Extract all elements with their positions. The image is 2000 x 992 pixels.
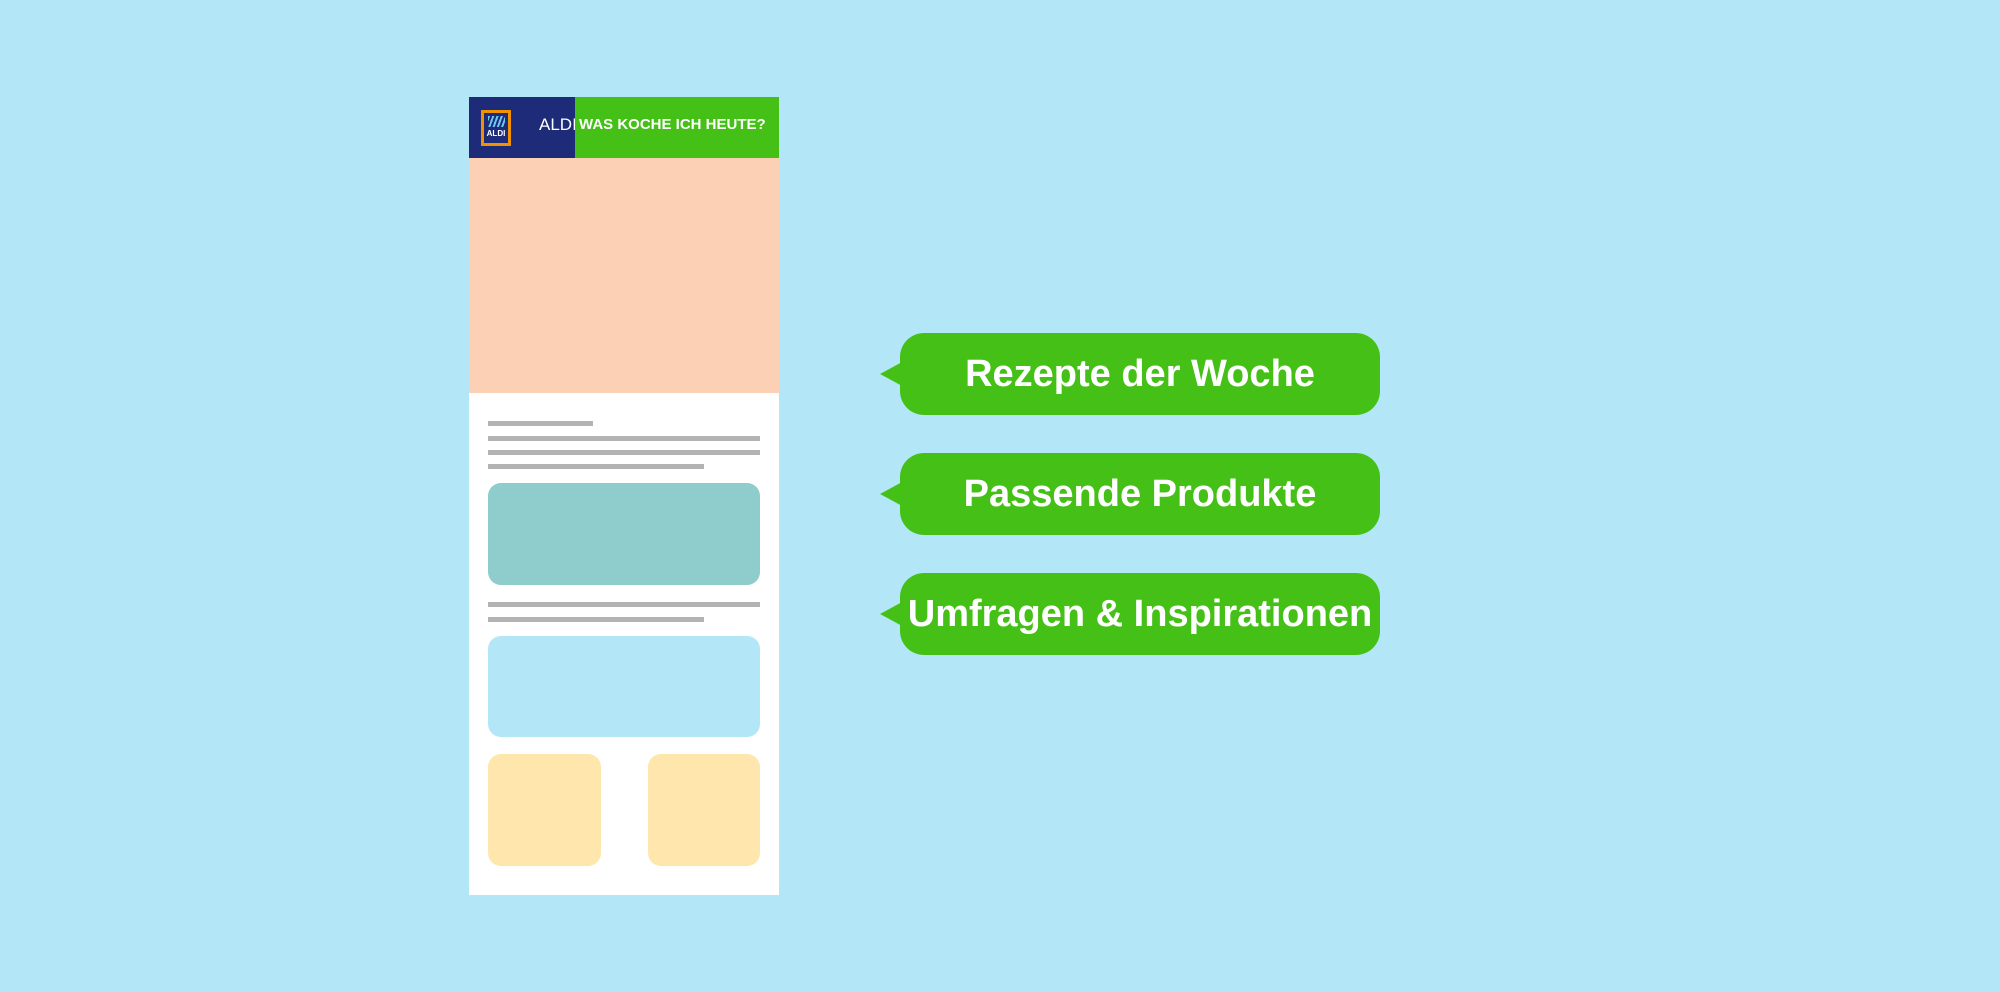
feature-label: Rezepte der Woche <box>965 352 1315 395</box>
feature-bubble-products: Passende Produkte <box>880 453 1380 535</box>
text-line-placeholder <box>488 421 593 426</box>
header-title-area <box>575 97 779 158</box>
text-line-placeholder <box>488 450 760 455</box>
feature-bubble-surveys: Umfragen & Inspirationen <box>880 573 1380 655</box>
brand-label: ALDI <box>539 115 577 134</box>
text-line-placeholder <box>488 436 760 441</box>
hero-image-placeholder <box>469 158 779 393</box>
phone-mockup: ALDI ALDI WAS KOCHE ICH HEUTE? <box>469 97 779 895</box>
text-line-placeholder <box>488 464 704 469</box>
product-card-placeholder <box>488 636 760 737</box>
text-line-placeholder <box>488 602 760 607</box>
header-brand-area: ALDI ALDI <box>469 97 577 158</box>
text-line-placeholder <box>488 617 704 622</box>
feature-label: Umfragen & Inspirationen <box>907 592 1373 635</box>
aldi-logo: ALDI <box>481 110 511 146</box>
logo-text: ALDI <box>486 129 506 138</box>
app-title: WAS KOCHE ICH HEUTE? <box>579 116 766 133</box>
recipe-card-placeholder <box>488 483 760 585</box>
tile-placeholder-left <box>488 754 601 866</box>
tile-placeholder-right <box>648 754 760 866</box>
feature-label: Passende Produkte <box>963 472 1317 515</box>
feature-bubble-recipes: Rezepte der Woche <box>880 333 1380 415</box>
